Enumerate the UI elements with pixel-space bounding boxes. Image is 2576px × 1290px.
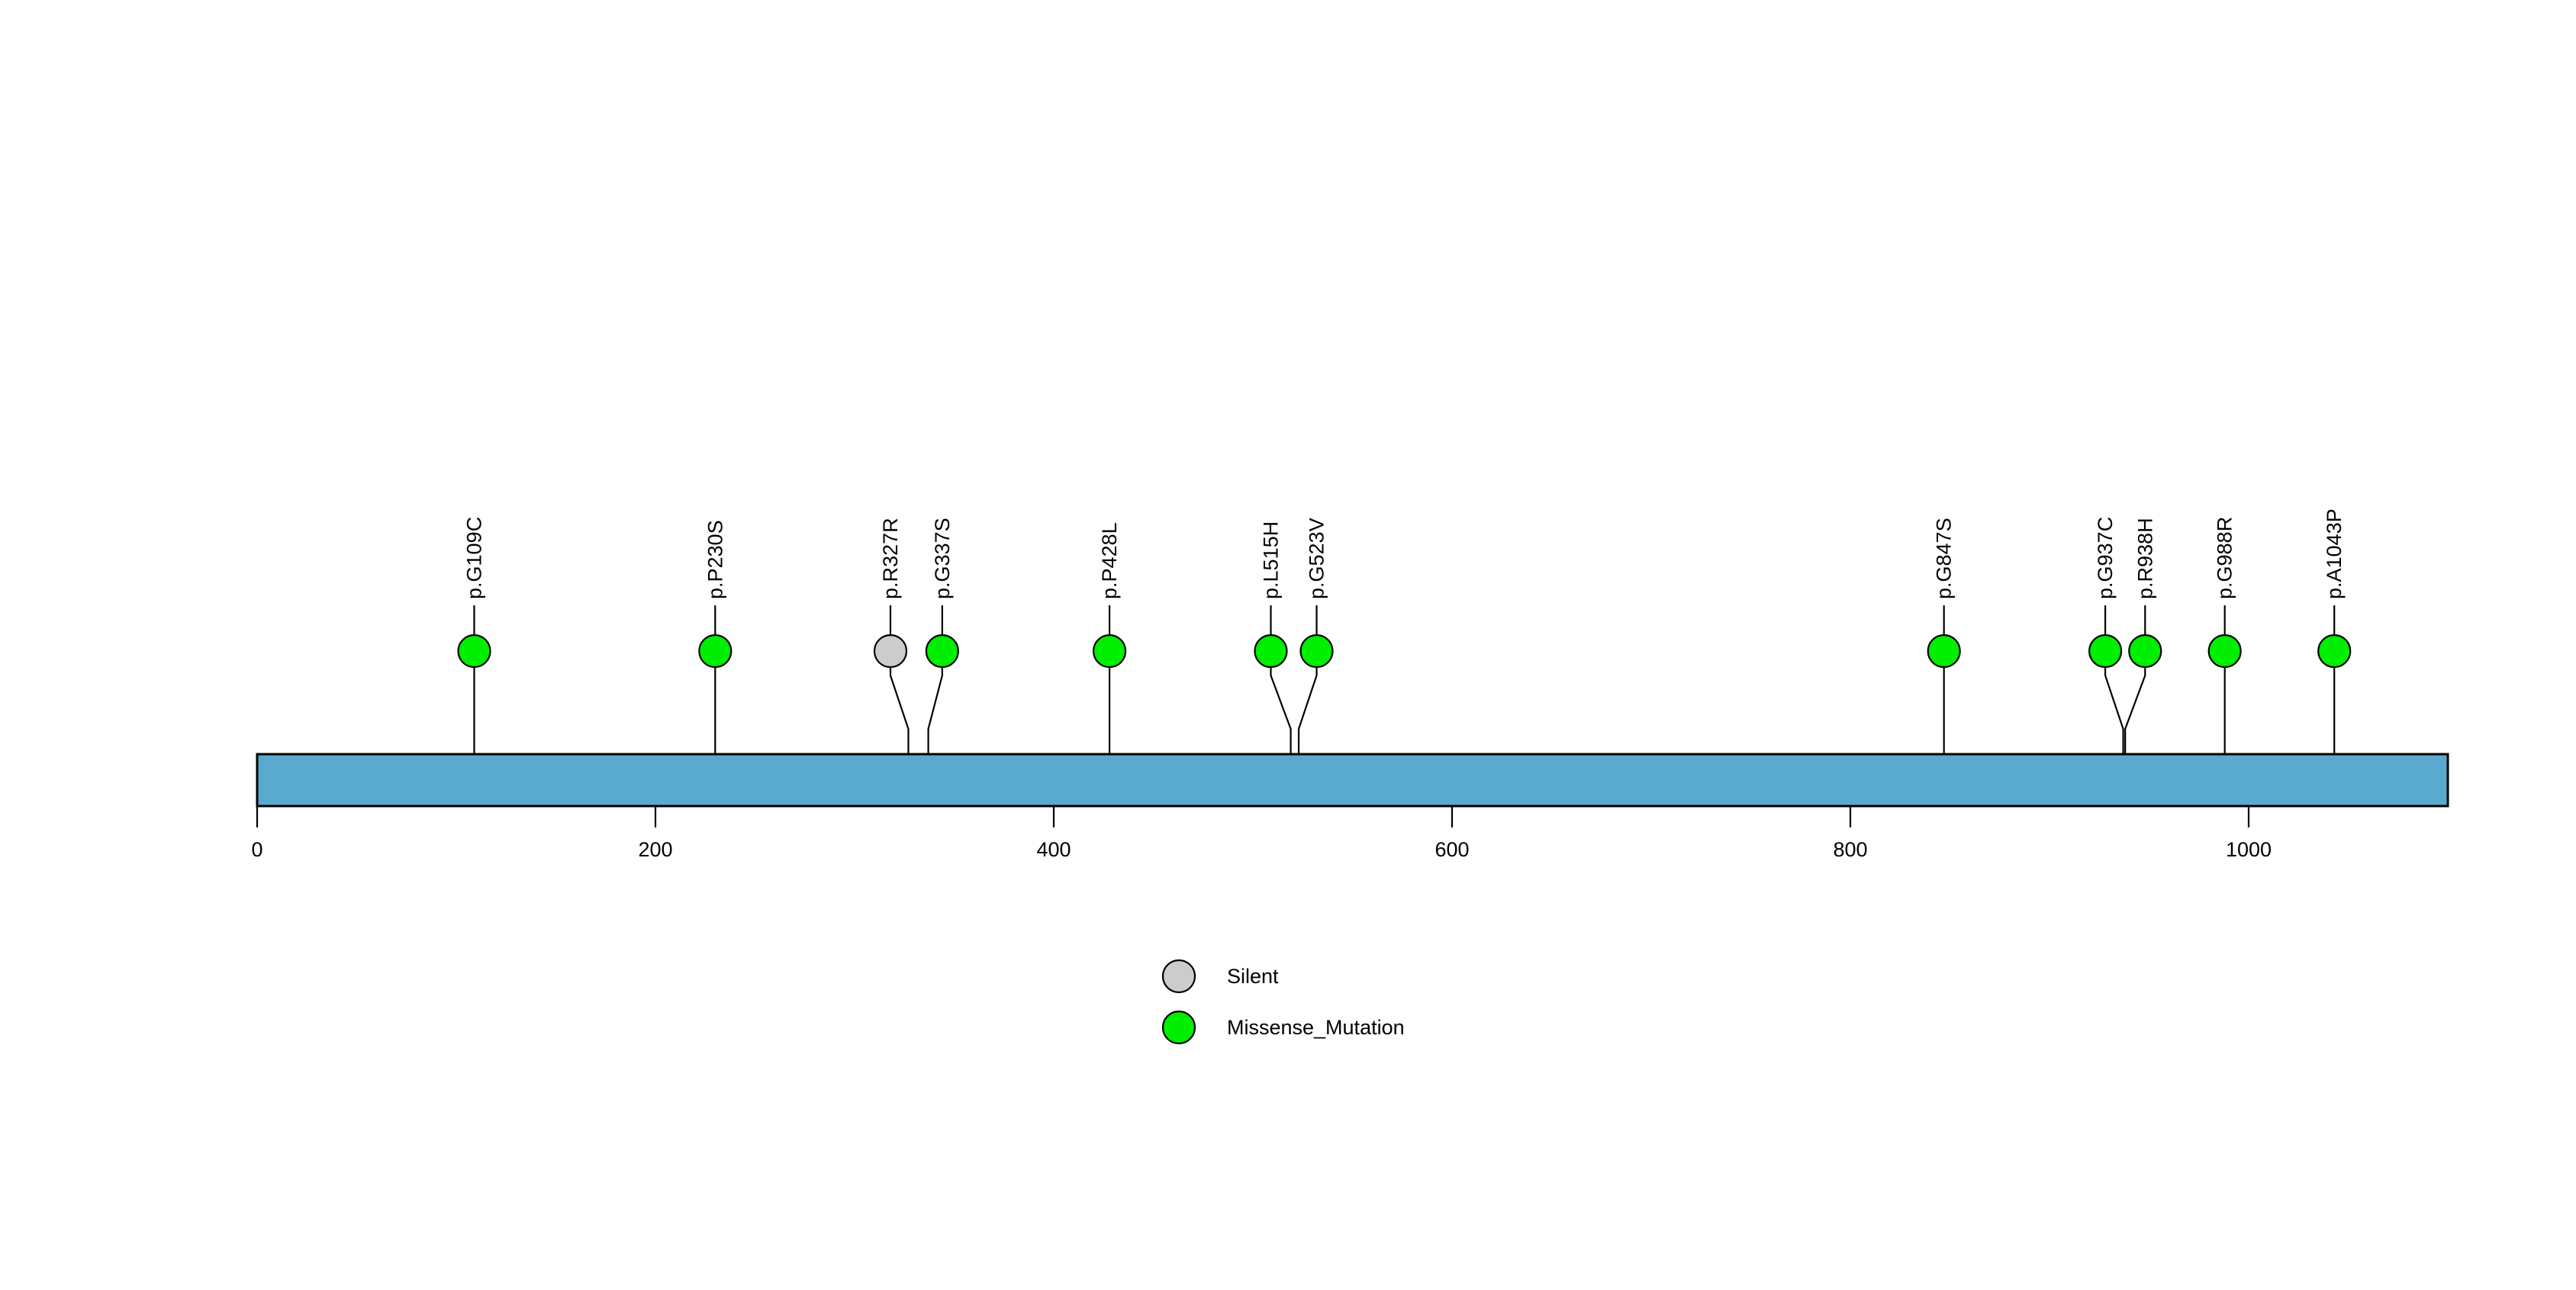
- mutation-label: p.G988R: [2214, 517, 2236, 599]
- x-axis-tick-label: 400: [1036, 838, 1071, 861]
- mutation-marker-missense[interactable]: [2207, 634, 2242, 669]
- mutation-label: p.R327R: [879, 518, 902, 599]
- protein-backbone-bar: [256, 753, 2449, 808]
- mutation-label: p.G337S: [931, 518, 954, 599]
- mutation-marker-missense[interactable]: [1299, 634, 1334, 669]
- mutation-label: p.G109C: [462, 517, 485, 599]
- mutation-marker-missense[interactable]: [1092, 634, 1127, 669]
- mutation-marker-missense[interactable]: [2128, 634, 2162, 669]
- x-axis-tick-label: 200: [638, 838, 672, 861]
- mutation-label: p.P428L: [1098, 522, 1121, 599]
- protein-backbone-layer: [256, 753, 2449, 808]
- mutation-marker-silent[interactable]: [873, 634, 908, 669]
- mutation-marker-missense[interactable]: [2317, 634, 2352, 669]
- mutation-marker-missense[interactable]: [698, 634, 733, 669]
- mutation-marker-missense[interactable]: [925, 634, 959, 669]
- mutation-marker-missense[interactable]: [1254, 634, 1288, 669]
- mutation-label: p.A1043P: [2323, 508, 2346, 599]
- mutation-marker-missense[interactable]: [457, 634, 491, 669]
- mutation-label: p.R938H: [2133, 518, 2156, 599]
- legend-swatch-missense_mutation[interactable]: [1161, 1010, 1196, 1045]
- x-axis-tick-label: 0: [251, 838, 262, 861]
- mutation-label: p.G523V: [1306, 518, 1328, 599]
- x-axis-tick-label: 600: [1435, 838, 1469, 861]
- x-axis-tick-label: 800: [1833, 838, 1867, 861]
- mutation-markers-layer: [457, 634, 2352, 669]
- mutation-labels-layer: p.G109C p.P230S p.R327R p.G337S p.P428L p.L51…: [462, 508, 2346, 599]
- mutation-label: p.P230S: [704, 520, 726, 599]
- x-axis-layer: 0 200 400 600 800 1000: [251, 806, 2272, 861]
- mutation-label: p.G937C: [2094, 517, 2117, 599]
- legend-swatch-silent[interactable]: [1161, 959, 1196, 994]
- mutation-marker-missense[interactable]: [1927, 634, 1961, 669]
- mutation-label: p.L515H: [1259, 521, 1282, 599]
- x-axis-tick-label: 1000: [2226, 838, 2272, 861]
- legend-label: Missense_Mutation: [1227, 1016, 1405, 1039]
- legend-label: Silent: [1227, 965, 1279, 988]
- mutation-label: p.G847S: [1933, 518, 1956, 599]
- mutation-marker-missense[interactable]: [2088, 634, 2123, 669]
